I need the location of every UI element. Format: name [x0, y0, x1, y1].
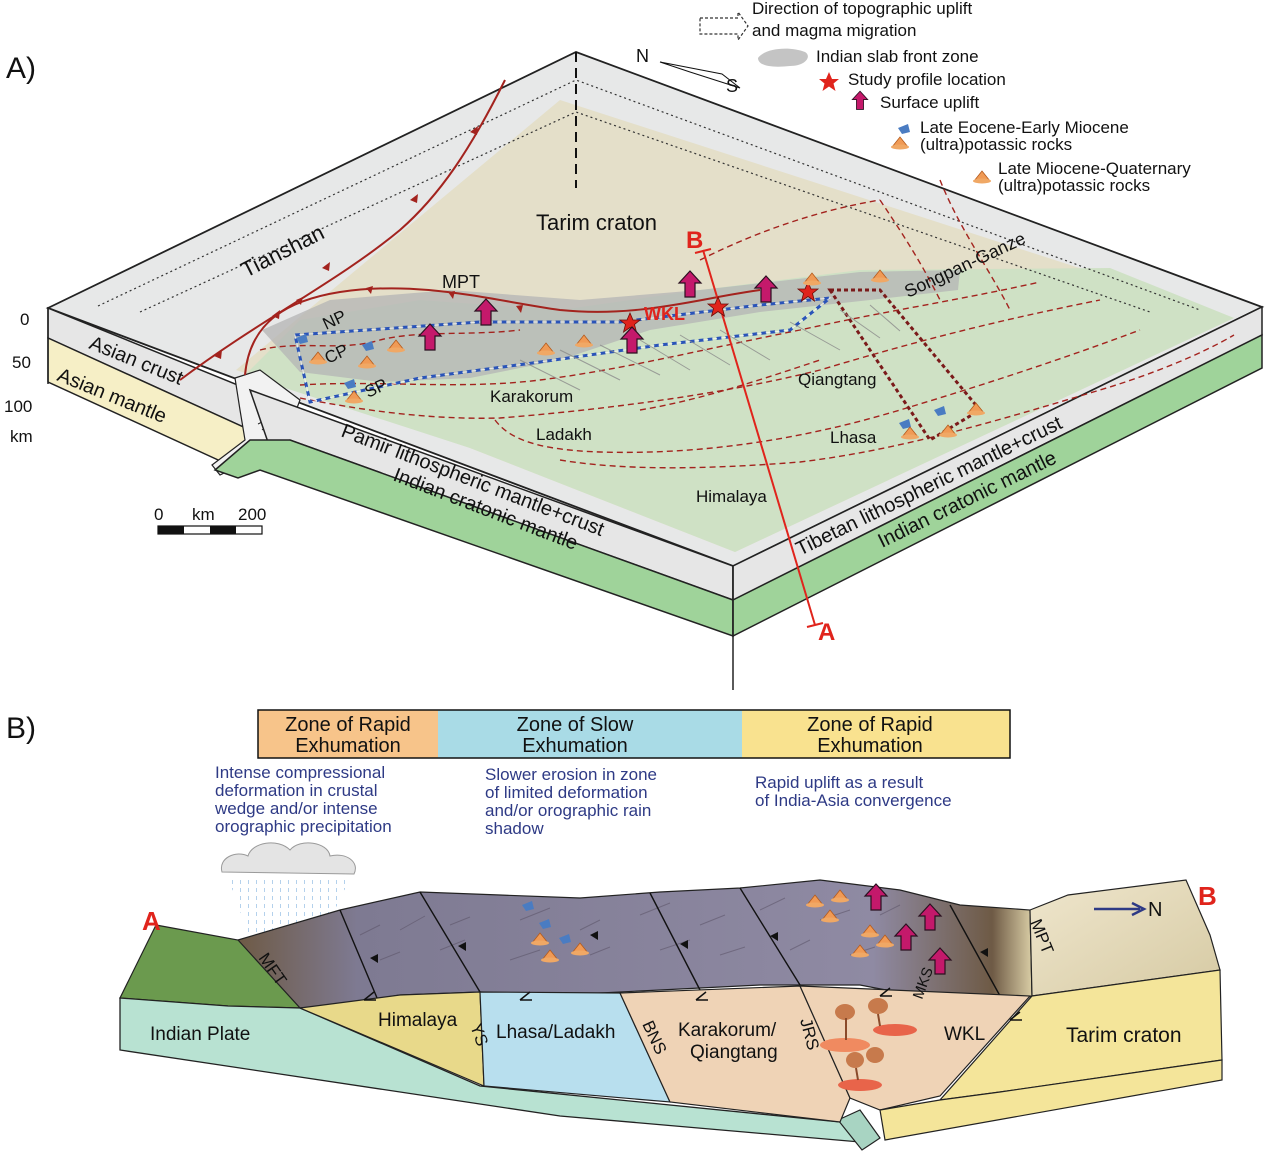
slab-front-zone	[262, 270, 960, 382]
karakorum-section	[619, 985, 851, 1123]
panel-a-label: A)	[6, 52, 36, 85]
zone-slow	[438, 710, 742, 758]
depth-unit: km	[10, 427, 33, 446]
north-arrow-icon	[1094, 901, 1147, 917]
panel-b-label: B)	[6, 712, 36, 745]
zone-3-title-1: Zone of Rapid	[807, 714, 933, 736]
profile-label-b: B	[686, 227, 703, 254]
desc-left-2: deformation in crustal	[215, 781, 378, 800]
desc-left-4: orographic precipitation	[215, 817, 392, 836]
uplift-direction-icon	[699, 10, 749, 42]
legend-surface-uplift: Surface uplift	[880, 93, 979, 112]
desc-mid-3: and/or orographic rain	[485, 801, 651, 820]
legend-eocene-1: Late Eocene-Early Miocene	[920, 118, 1129, 137]
scale-bar: 0 km 200	[154, 505, 266, 535]
study-star-icon	[819, 72, 839, 91]
b-label-north: N	[1148, 899, 1162, 921]
b-label-karakorum-2: Qiangtang	[690, 1042, 778, 1063]
label-lhasa: Lhasa	[830, 428, 877, 447]
tianshan-thrust	[179, 79, 506, 381]
desc-left-3: wedge and/or intense	[214, 799, 378, 818]
b-label-wkl: WKL	[944, 1024, 985, 1045]
scale-max: 200	[238, 505, 266, 524]
panel-a: A)	[4, 0, 1265, 690]
legend-miocene-2: (ultra)potassic rocks	[998, 176, 1150, 195]
b-label-indian-plate: Indian Plate	[150, 1024, 250, 1045]
zone-1-title-2: Exhumation	[295, 735, 401, 757]
pamir-study-region	[293, 296, 835, 404]
depth-50: 50	[12, 353, 31, 372]
label-himalaya: Himalaya	[696, 487, 767, 506]
mpt-thrust	[244, 287, 761, 376]
b-label-lhasa-ladakh: Lhasa/Ladakh	[496, 1022, 615, 1043]
legend-eocene-2: (ultra)potassic rocks	[920, 135, 1072, 154]
scale-unit: km	[192, 505, 215, 524]
zone-1-title-1: Zone of Rapid	[285, 714, 411, 736]
desc-mid-2: of limited deformation	[485, 783, 648, 802]
zone-rapid-right	[742, 710, 1010, 758]
zone-3-title-2: Exhumation	[817, 735, 923, 757]
compass-s: S	[726, 76, 738, 96]
eocene-rock-icon	[898, 124, 910, 134]
b-label-himalaya: Himalaya	[378, 1010, 458, 1031]
legend-uplift-direction-1: Direction of topographic uplift	[752, 0, 972, 18]
legend-study-profile: Study profile location	[848, 70, 1006, 89]
b-label-karakorum-1: Karakorum/	[678, 1020, 777, 1041]
legend-slab-front: Indian slab front zone	[816, 47, 979, 66]
desc-left-1: Intense compressional	[215, 763, 385, 782]
label-karakorum: Karakorum	[490, 387, 573, 406]
miocene-rock-icon	[972, 170, 992, 184]
study-star-3	[796, 280, 820, 302]
depth-100: 100	[4, 397, 32, 416]
surface-uplift-icon	[851, 90, 869, 110]
b-label-a: A	[142, 906, 161, 936]
zone-rapid-left	[258, 710, 438, 758]
slab-front-icon	[758, 48, 808, 67]
compass-n: N	[636, 46, 649, 66]
study-star-2	[706, 295, 730, 317]
desc-right-1: Rapid uplift as a result	[755, 773, 923, 792]
zone-2-title-1: Zone of Slow	[517, 714, 634, 736]
desc-mid-1: Slower erosion in zone	[485, 765, 657, 784]
label-ladakh: Ladakh	[536, 425, 592, 444]
legend: Direction of topographic uplift and magm…	[699, 0, 1191, 195]
b-label-tarim: Tarim craton	[1066, 1024, 1182, 1047]
label-qiangtang: Qiangtang	[798, 370, 876, 389]
tarim-slab	[879, 1059, 1223, 1141]
b-label-b: B	[1198, 881, 1217, 911]
depth-0: 0	[20, 310, 29, 329]
label-tarim: Tarim craton	[536, 210, 657, 235]
desc-mid-4: shadow	[485, 819, 544, 838]
desc-right-2: of India-Asia convergence	[755, 791, 952, 810]
indian-slab-tail	[837, 1109, 881, 1151]
scale-zero: 0	[154, 505, 163, 524]
profile-label-a: A	[818, 619, 835, 646]
label-mpt: MPT	[442, 272, 480, 292]
zone-2-title-2: Exhumation	[522, 735, 628, 757]
legend-miocene-1: Late Miocene-Quaternary	[998, 159, 1191, 178]
study-star-1	[618, 311, 642, 333]
panel-b: B) Zone of Rapid Exhumation Zone of Slow…	[6, 709, 1223, 1151]
compass: N S	[636, 46, 741, 96]
magma-bodies	[820, 998, 917, 1091]
legend-uplift-direction-2: and magma migration	[752, 21, 916, 40]
label-wkl: WKL	[644, 304, 685, 324]
